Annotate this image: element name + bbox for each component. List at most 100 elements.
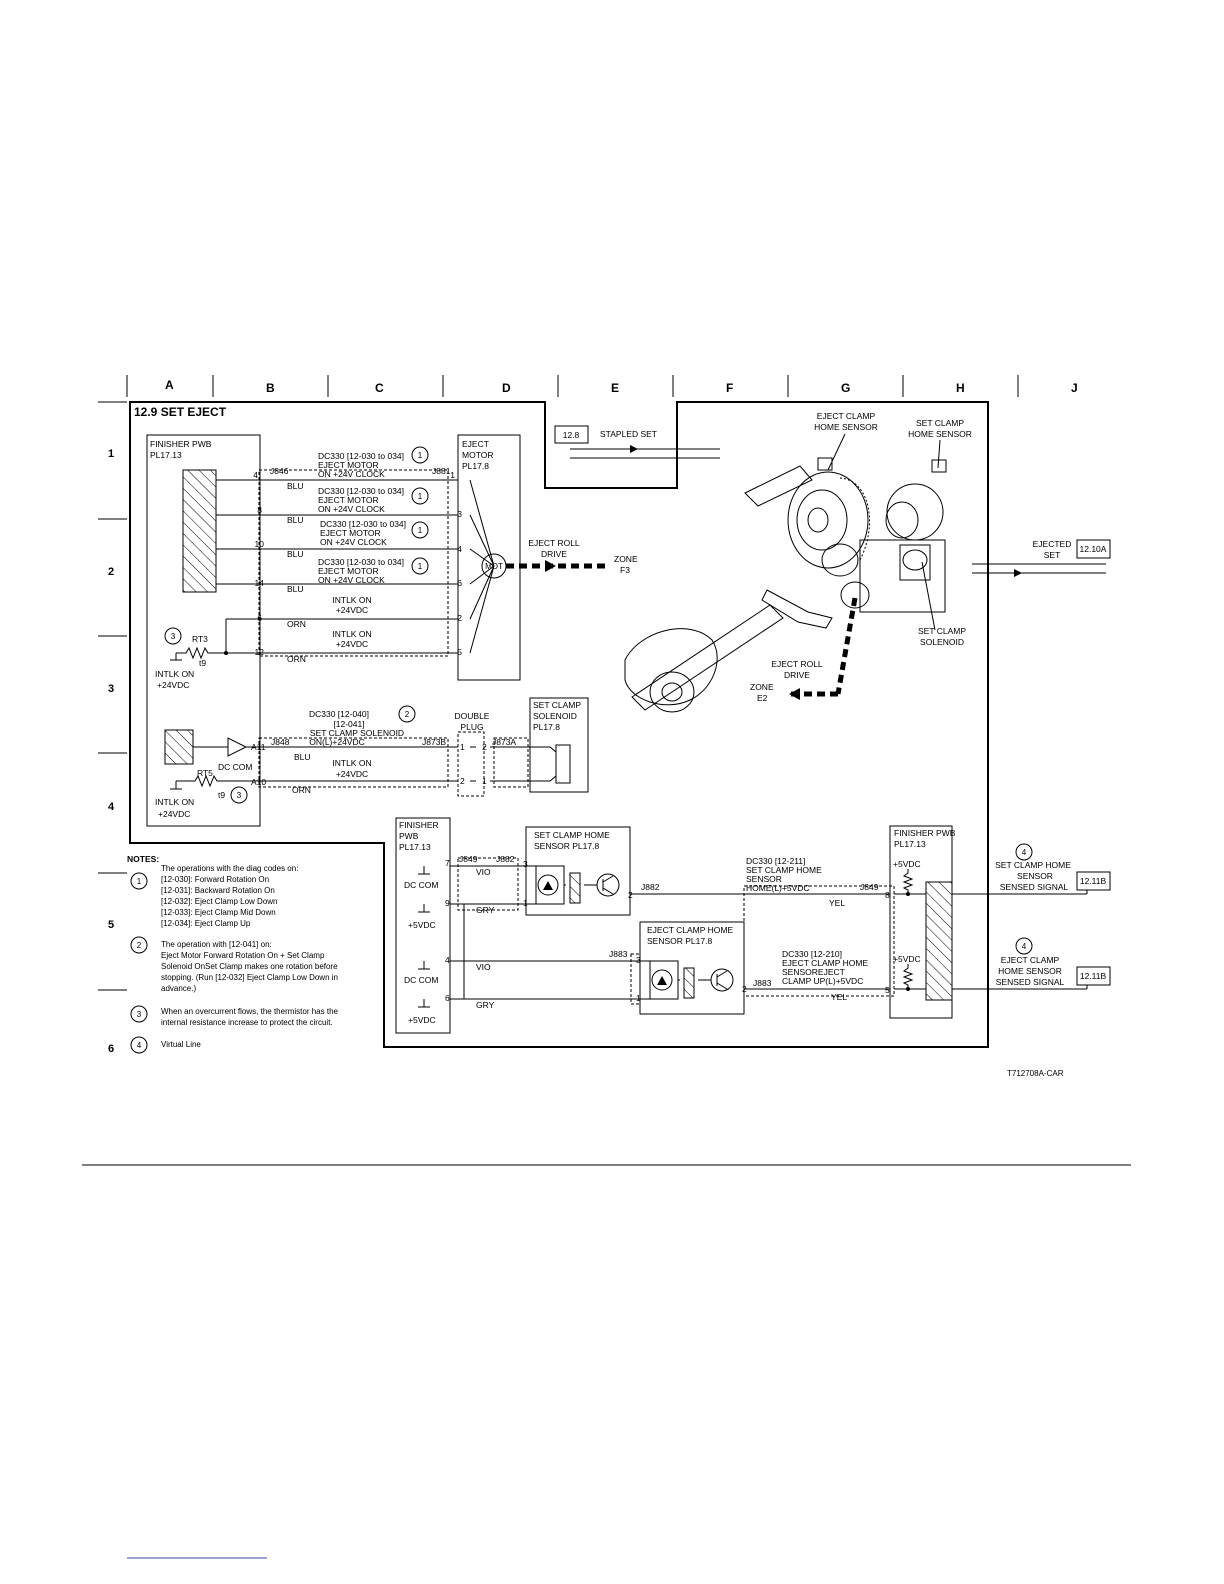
svg-text:stopping. (Run [12-032] Eject: stopping. (Run [12-032] Eject Clamp Low … xyxy=(161,973,338,982)
svg-text:SET CLAMP SOLENOID: SET CLAMP SOLENOID xyxy=(310,728,404,738)
svg-text:SET CLAMP: SET CLAMP xyxy=(533,700,581,710)
svg-text:J849: J849 xyxy=(860,882,879,892)
svg-text:HOME(L)+5VDC: HOME(L)+5VDC xyxy=(746,883,810,893)
svg-text:FINISHER: FINISHER xyxy=(399,820,439,830)
svg-text:SENSED SIGNAL: SENSED SIGNAL xyxy=(1000,882,1069,892)
svg-text:[12-034]: Eject Clamp Up: [12-034]: Eject Clamp Up xyxy=(161,919,251,928)
col-d: D xyxy=(502,381,511,395)
svg-text:2: 2 xyxy=(482,742,487,752)
svg-text:[12-030]: Forward Rotation On: [12-030]: Forward Rotation On xyxy=(161,875,269,884)
svg-text:ON +24V CLOCK: ON +24V CLOCK xyxy=(318,469,385,479)
diagram-border xyxy=(129,401,989,1048)
eject-clamp-sensor-circuit: J883 4 VIO 3 6 GRY 1 EJECT CLAMP HOME SE… xyxy=(445,885,895,1015)
svg-text:4: 4 xyxy=(137,1041,142,1050)
svg-text:J883: J883 xyxy=(753,978,772,988)
svg-text:EJECT ROLL: EJECT ROLL xyxy=(528,538,580,548)
svg-text:internal resistance increase t: internal resistance increase to protect … xyxy=(161,1018,333,1027)
svg-text:1: 1 xyxy=(482,776,487,786)
svg-text:EJECT MOTOR: EJECT MOTOR xyxy=(318,460,379,470)
svg-text:14: 14 xyxy=(255,578,265,588)
svg-text:FINISHER PWB: FINISHER PWB xyxy=(150,439,212,449)
svg-text:ZONE: ZONE xyxy=(750,682,774,692)
svg-text:BLU: BLU xyxy=(287,549,304,559)
svg-text:EJECT MOTOR: EJECT MOTOR xyxy=(318,566,379,576)
svg-text:EJECT CLAMP HOME: EJECT CLAMP HOME xyxy=(782,958,868,968)
svg-text:BLU: BLU xyxy=(287,584,304,594)
svg-text:PWB: PWB xyxy=(399,831,419,841)
svg-text:+5VDC: +5VDC xyxy=(893,954,921,964)
svg-text:6: 6 xyxy=(257,613,262,623)
finisher-pwb-right: FINISHER PWB PL17.13 +5VDC +5VDC xyxy=(889,825,956,1019)
svg-text:BLU: BLU xyxy=(287,515,304,525)
svg-text:EJECT CLAMP: EJECT CLAMP xyxy=(817,411,876,421)
svg-text:J882: J882 xyxy=(641,882,660,892)
svg-text:MOTOR: MOTOR xyxy=(462,450,493,460)
svg-text:SET CLAMP: SET CLAMP xyxy=(916,418,964,428)
svg-text:1: 1 xyxy=(418,526,423,535)
row-1: 1 xyxy=(108,448,114,460)
svg-text:+24VDC: +24VDC xyxy=(336,769,368,779)
svg-text:2: 2 xyxy=(405,710,410,719)
svg-text:EJECTED: EJECTED xyxy=(1033,539,1072,549)
finisher-pwb-bottom: FINISHER PWB PL17.13 DC COM +5VDC DC COM… xyxy=(395,817,451,1034)
svg-text:EJECT ROLL: EJECT ROLL xyxy=(771,659,823,669)
thermistor-rt3: 3 RT3 t9 INTLK ON +24VDC xyxy=(155,627,226,690)
svg-text:DC COM: DC COM xyxy=(404,880,438,890)
svg-text:INTLK ON: INTLK ON xyxy=(332,629,371,639)
svg-text:J883: J883 xyxy=(609,949,628,959)
svg-text:DOUBLE: DOUBLE xyxy=(455,711,490,721)
svg-text:NOTES:: NOTES: xyxy=(127,854,159,864)
svg-text:F3: F3 xyxy=(620,565,630,575)
set-clamp-sensor-circuit: J849 J882 7 VIO 3 9 GRY 1 SET CLAMP HOME… xyxy=(445,826,890,916)
svg-text:SENSED SIGNAL: SENSED SIGNAL xyxy=(996,977,1065,987)
svg-text:PLUG: PLUG xyxy=(460,722,483,732)
svg-text:PL17.13: PL17.13 xyxy=(399,842,431,852)
svg-text:J873A: J873A xyxy=(492,737,516,747)
finisher-pwb-top: FINISHER PWB PL17.13 xyxy=(146,434,261,827)
ejected-set: EJECTED SET 12.10A xyxy=(972,539,1111,577)
svg-text:EJECT: EJECT xyxy=(462,439,489,449)
svg-text:10: 10 xyxy=(255,539,265,549)
svg-text:PL17.8: PL17.8 xyxy=(462,461,489,471)
svg-text:1: 1 xyxy=(460,742,465,752)
svg-text:PL17.13: PL17.13 xyxy=(894,839,926,849)
column-headers: A B C D E F G H J xyxy=(126,375,1078,397)
col-e: E xyxy=(611,381,619,395)
svg-text:HOME SENSOR: HOME SENSOR xyxy=(908,429,972,439)
svg-text:YEL: YEL xyxy=(831,992,847,1002)
svg-text:EJECT MOTOR: EJECT MOTOR xyxy=(318,495,379,505)
svg-text:A11: A11 xyxy=(251,742,266,752)
svg-text:J873B: J873B xyxy=(422,737,446,747)
svg-text:ON +24V CLOCK: ON +24V CLOCK xyxy=(318,504,385,514)
svg-text:DC330 [12-211]: DC330 [12-211] xyxy=(746,856,805,866)
svg-text:[12-033]: Eject Clamp Mid Down: [12-033]: Eject Clamp Mid Down xyxy=(161,908,276,917)
svg-text:INTLK ON: INTLK ON xyxy=(332,758,371,768)
svg-text:12: 12 xyxy=(255,647,265,657)
svg-text:HOME SENSOR: HOME SENSOR xyxy=(998,966,1062,976)
motor-signal-lines: J846 J881 4 BLU 1 DC330 [12-030 to 034] … xyxy=(216,446,462,664)
svg-text:3: 3 xyxy=(171,632,176,641)
svg-text:J848: J848 xyxy=(271,737,290,747)
svg-text:J882: J882 xyxy=(496,854,515,864)
svg-text:DC330 [12-030 to 034]: DC330 [12-030 to 034] xyxy=(318,557,404,567)
svg-text:12.10A: 12.10A xyxy=(1080,544,1107,554)
svg-text:SENSOR PL17.8: SENSOR PL17.8 xyxy=(534,841,599,851)
svg-text:RT3: RT3 xyxy=(192,634,208,644)
svg-text:The operation with [12-041] on: The operation with [12-041] on: xyxy=(161,940,272,949)
svg-text:4: 4 xyxy=(457,544,462,554)
svg-text:YEL: YEL xyxy=(829,898,845,908)
svg-text:MOT: MOT xyxy=(485,562,503,571)
svg-text:9: 9 xyxy=(445,898,450,908)
svg-text:+5VDC: +5VDC xyxy=(408,920,436,930)
svg-text:The operations with the diag c: The operations with the diag codes on: xyxy=(161,864,298,873)
svg-text:VIO: VIO xyxy=(476,867,491,877)
svg-text:[12-031]: Backward Rotation On: [12-031]: Backward Rotation On xyxy=(161,886,275,895)
svg-text:8: 8 xyxy=(257,505,262,515)
svg-text:+24VDC: +24VDC xyxy=(336,639,368,649)
svg-text:E2: E2 xyxy=(757,693,768,703)
svg-text:ORN: ORN xyxy=(292,785,311,795)
svg-text:DC COM: DC COM xyxy=(218,762,252,772)
svg-text:5: 5 xyxy=(457,647,462,657)
svg-text:J881: J881 xyxy=(432,466,451,476)
svg-text:SET CLAMP HOME: SET CLAMP HOME xyxy=(746,865,822,875)
